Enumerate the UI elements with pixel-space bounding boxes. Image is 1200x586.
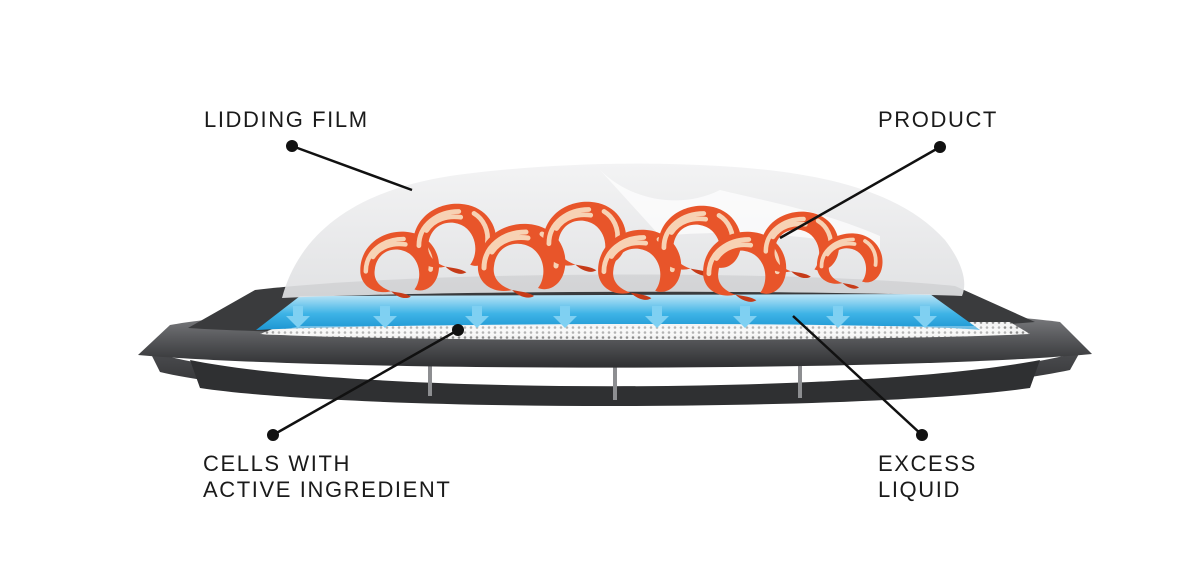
- label-lidding-film: LIDDING FILM: [204, 107, 369, 133]
- label-cells-line1: CELLS WITH: [203, 451, 352, 476]
- leader-line-excess-liquid: [792, 315, 923, 436]
- leader-dot-cells-outer: [267, 429, 279, 441]
- tray-bottom-segments: [190, 360, 1040, 406]
- label-lidding-film-text: LIDDING FILM: [204, 107, 369, 132]
- tray-segment-dividers: [428, 362, 802, 400]
- label-cells-line2: ACTIVE INGREDIENT: [203, 477, 452, 502]
- leader-dot-excess-liquid: [916, 429, 928, 441]
- label-liquid-line1: EXCESS: [878, 451, 977, 476]
- leader-dot-product: [934, 141, 946, 153]
- leader-dot-cells-inner: [452, 324, 464, 336]
- label-product: PRODUCT: [878, 107, 998, 133]
- leader-line-cells: [272, 328, 459, 437]
- label-liquid-line2: LIQUID: [878, 477, 961, 502]
- label-cells-active-ingredient: CELLS WITH ACTIVE INGREDIENT: [203, 451, 451, 503]
- leader-line-product: [779, 145, 941, 240]
- liquid-gaps: [262, 326, 1012, 335]
- label-product-text: PRODUCT: [878, 107, 998, 132]
- leader-dot-lidding-film: [286, 140, 298, 152]
- leader-lines: [267, 140, 946, 441]
- label-excess-liquid: EXCESS LIQUID: [878, 451, 977, 503]
- leader-line-lidding-film: [291, 144, 413, 192]
